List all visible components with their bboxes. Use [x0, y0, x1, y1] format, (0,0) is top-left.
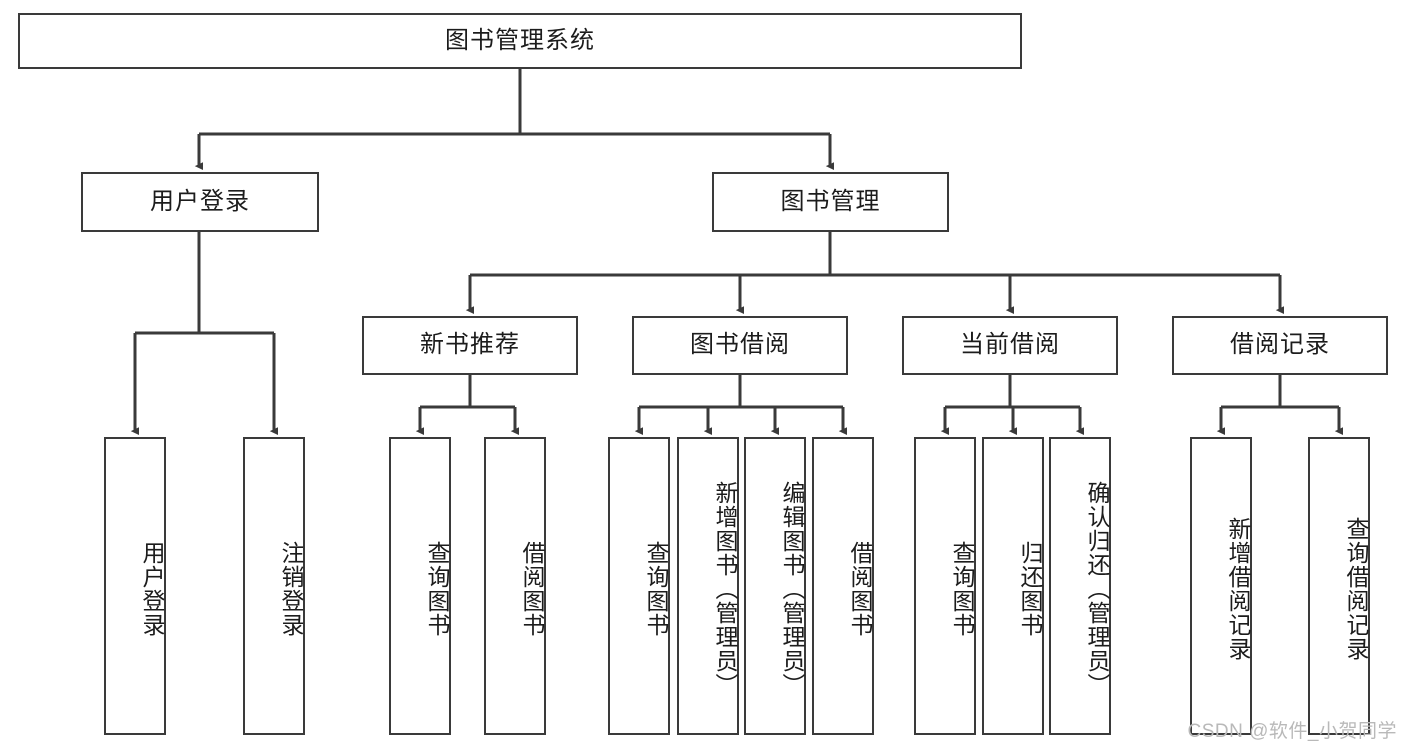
- node-leaf-return-book-label: 归还图书: [1017, 541, 1043, 637]
- node-book-manage-label: 图书管理: [780, 187, 881, 215]
- node-leaf-borrow-book-1[interactable]: 借阅图书: [484, 437, 546, 735]
- node-leaf-user-logout[interactable]: 注销登录: [243, 437, 305, 735]
- node-current-borrow-label: 当前借阅: [960, 331, 1060, 359]
- node-leaf-add-borrow-record[interactable]: 新增借阅记录: [1190, 437, 1252, 735]
- node-leaf-borrow-book-2[interactable]: 借阅图书: [812, 437, 874, 735]
- node-root-label: 图书管理系统: [445, 26, 595, 54]
- node-book-borrow[interactable]: 图书借阅: [632, 316, 848, 375]
- node-leaf-confirm-return-admin-label: 确认归还（管理员）: [1084, 481, 1110, 697]
- node-leaf-query-book-2[interactable]: 查询图书: [608, 437, 670, 735]
- node-new-book-recommend-label: 新书推荐: [420, 331, 520, 359]
- node-leaf-add-book-admin-label: 新增图书（管理员）: [712, 481, 738, 697]
- node-leaf-borrow-book-2-label: 借阅图书: [847, 541, 873, 637]
- node-root[interactable]: 图书管理系统: [18, 13, 1022, 69]
- node-user-login-label: 用户登录: [150, 187, 250, 215]
- node-leaf-query-book-3-label: 查询图书: [949, 541, 975, 637]
- node-borrow-record[interactable]: 借阅记录: [1172, 316, 1388, 375]
- node-leaf-query-book-2-label: 查询图书: [643, 541, 669, 637]
- node-leaf-query-book-1-label: 查询图书: [424, 541, 450, 637]
- node-leaf-query-borrow-record[interactable]: 查询借阅记录: [1308, 437, 1370, 735]
- node-leaf-query-borrow-record-label: 查询借阅记录: [1343, 517, 1369, 661]
- node-book-manage[interactable]: 图书管理: [712, 172, 949, 232]
- node-leaf-edit-book-admin[interactable]: 编辑图书（管理员）: [744, 437, 806, 735]
- node-leaf-user-logout-label: 注销登录: [278, 541, 304, 637]
- node-leaf-query-book-1[interactable]: 查询图书: [389, 437, 451, 735]
- node-leaf-user-login[interactable]: 用户登录: [104, 437, 166, 735]
- node-leaf-add-borrow-record-label: 新增借阅记录: [1225, 517, 1251, 661]
- node-user-login[interactable]: 用户登录: [81, 172, 319, 232]
- node-borrow-record-label: 借阅记录: [1230, 331, 1330, 359]
- node-book-borrow-label: 图书借阅: [690, 331, 790, 359]
- node-leaf-add-book-admin[interactable]: 新增图书（管理员）: [677, 437, 739, 735]
- node-leaf-user-login-label: 用户登录: [139, 541, 165, 637]
- node-new-book-recommend[interactable]: 新书推荐: [362, 316, 578, 375]
- node-leaf-query-book-3[interactable]: 查询图书: [914, 437, 976, 735]
- node-leaf-edit-book-admin-label: 编辑图书（管理员）: [779, 481, 805, 697]
- node-leaf-confirm-return-admin[interactable]: 确认归还（管理员）: [1049, 437, 1111, 735]
- node-leaf-borrow-book-1-label: 借阅图书: [519, 541, 545, 637]
- node-current-borrow[interactable]: 当前借阅: [902, 316, 1118, 375]
- node-leaf-return-book[interactable]: 归还图书: [982, 437, 1044, 735]
